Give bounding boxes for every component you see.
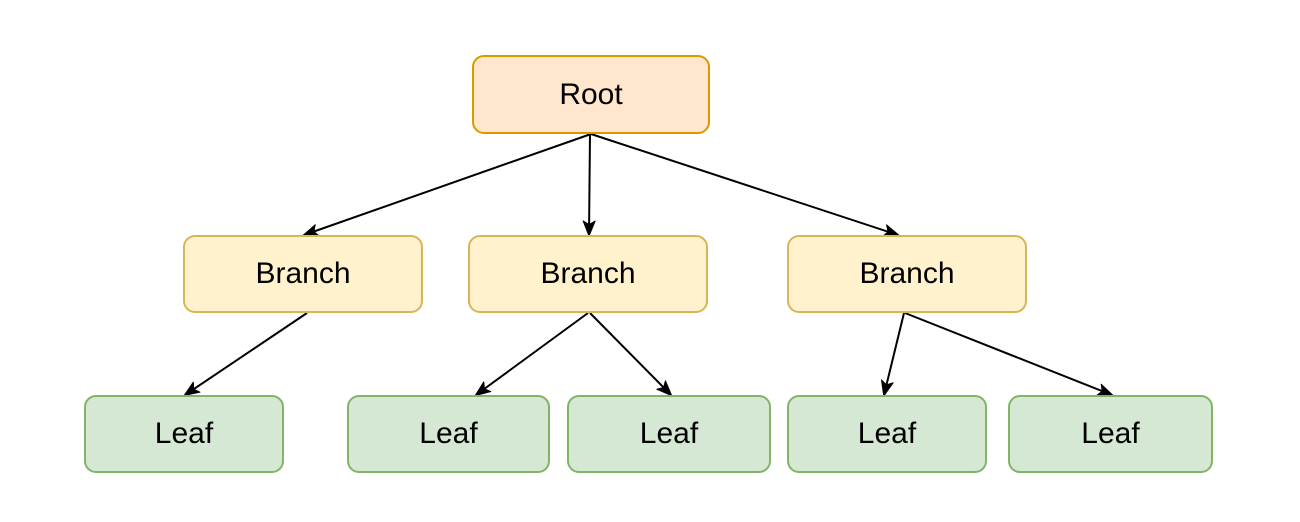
node-label-branch-3: Branch — [859, 257, 955, 290]
node-label-leaf-1: Leaf — [154, 417, 214, 450]
node-branch-3: Branch — [787, 235, 1027, 313]
node-label-leaf-4: Leaf — [857, 417, 917, 450]
node-leaf-4: Leaf — [787, 395, 987, 473]
edge-branch-3-to-leaf-5 — [904, 312, 1114, 396]
edge-branch-3-to-leaf-4 — [880, 312, 905, 397]
edge-branch-2-to-leaf-2 — [474, 312, 589, 397]
node-label-leaf-5: Leaf — [1081, 417, 1140, 450]
node-branch-1: Branch — [183, 235, 423, 313]
node-root: Root — [472, 55, 710, 134]
node-label-leaf-2: Leaf — [419, 417, 478, 450]
node-leaf-5: Leaf — [1008, 395, 1213, 473]
node-label-root: Root — [559, 77, 623, 111]
node-branch-2: Branch — [468, 235, 708, 313]
node-leaf-1: Leaf — [84, 395, 284, 473]
edge-root-to-branch-2 — [582, 133, 596, 237]
edge-branch-1-to-leaf-1 — [183, 312, 308, 397]
node-label-leaf-3: Leaf — [639, 417, 699, 450]
edge-root-to-branch-3 — [590, 133, 900, 237]
node-label-branch-1: Branch — [255, 257, 351, 290]
edge-branch-2-to-leaf-3 — [589, 312, 673, 397]
edge-root-to-branch-1 — [302, 133, 592, 237]
node-leaf-3: Leaf — [567, 395, 771, 473]
node-leaf-2: Leaf — [347, 395, 550, 473]
node-label-branch-2: Branch — [540, 257, 636, 290]
